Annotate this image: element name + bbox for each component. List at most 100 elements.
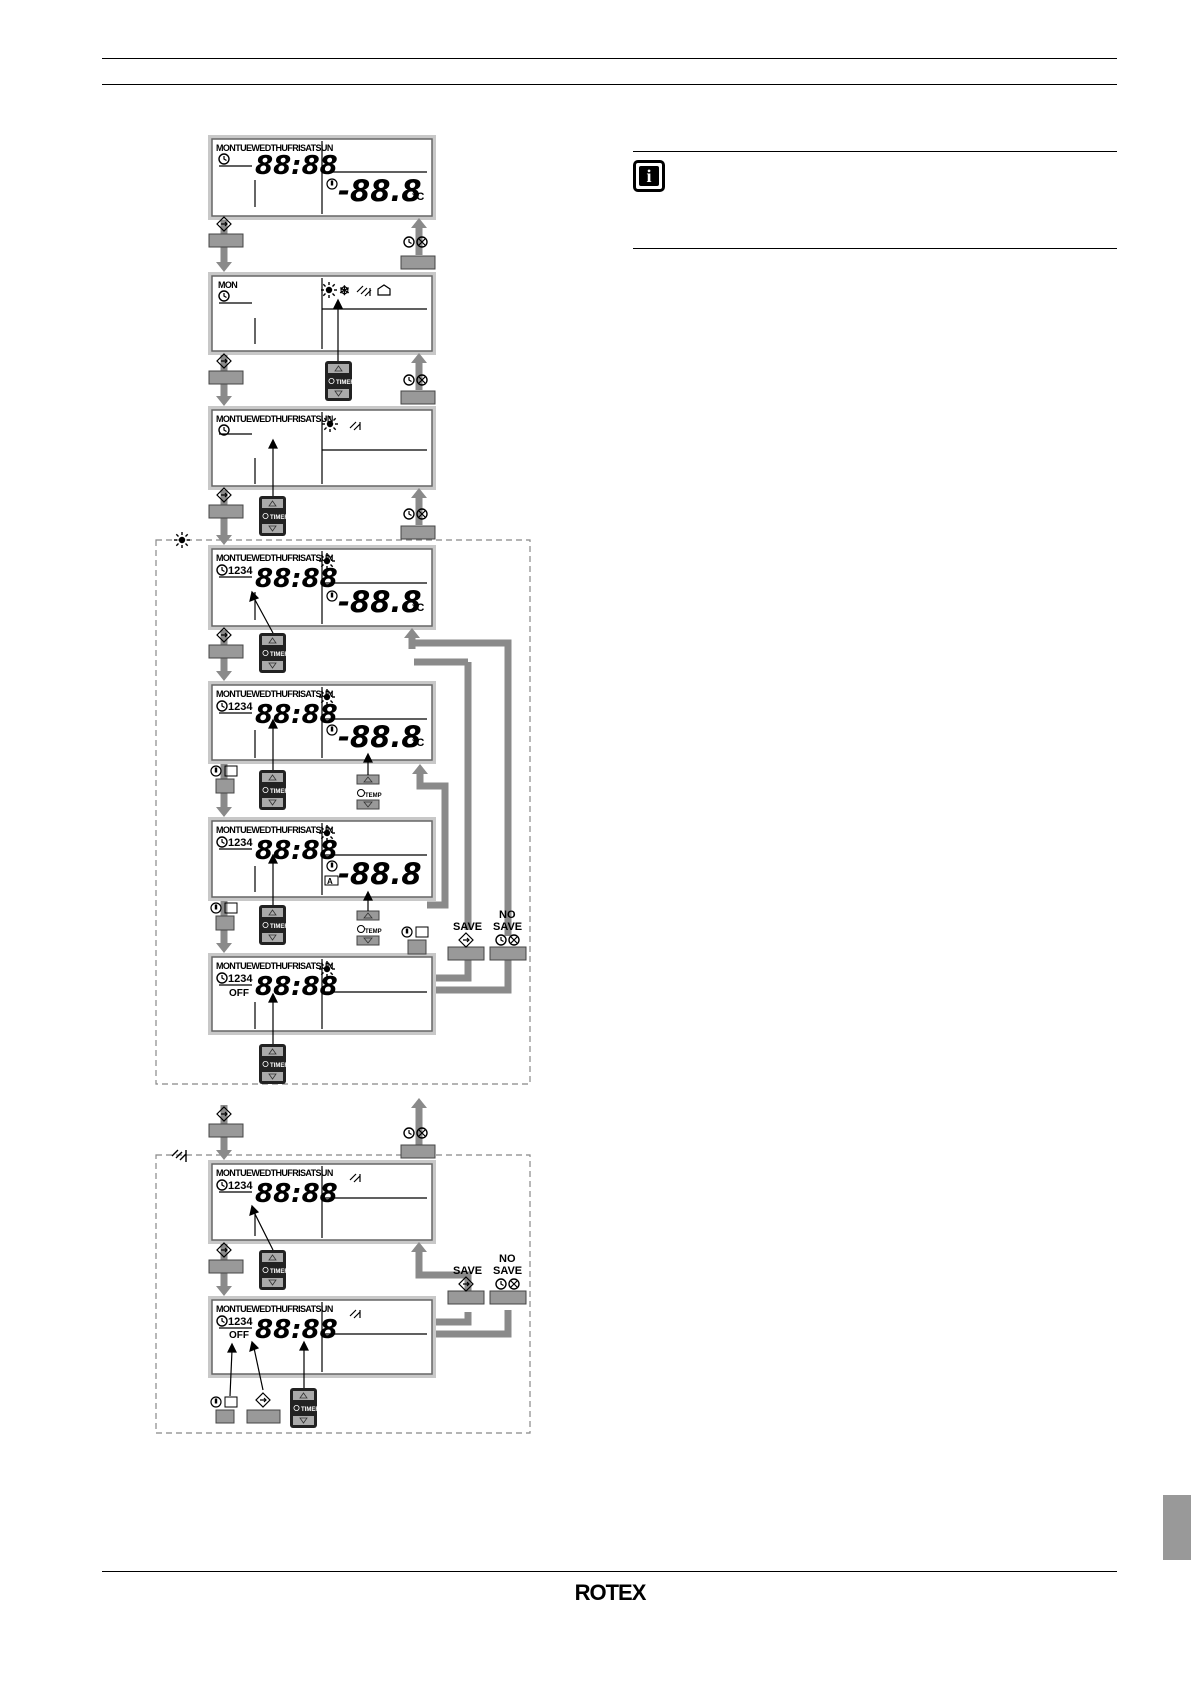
lcd-screen-9: MONTUEWEDTHUFRISATSUN 1234 OFF 88:88 [208, 1296, 436, 1378]
program-icon [458, 932, 474, 948]
hot-water-icon [349, 1309, 361, 1319]
svg-text:TEMP: TEMP [365, 793, 382, 799]
lcd-screen-2: MON ❄ [208, 272, 436, 355]
lcd2-day: MON [218, 280, 237, 290]
svg-text:TEMP: TEMP [365, 929, 382, 935]
footer-rule [102, 1571, 1117, 1572]
svg-text:-88.8: -88.8 [338, 857, 422, 891]
svg-text:88:88: 88:88 [255, 972, 338, 1002]
timer-button[interactable]: TIMER [324, 360, 355, 402]
program-button[interactable] [246, 1409, 281, 1424]
info-rule-bottom [633, 248, 1117, 249]
rotex-logo: ROTEX [574, 1580, 647, 1605]
lcd-screen-6: MONTUEWEDTHUFRISATSUN 1234 88:88 A -88.8 [208, 817, 436, 901]
temp-auto-button[interactable] [215, 778, 235, 794]
lcd-screen-8: MONTUEWEDTHUFRISATSUN 1234 88:88 [208, 1160, 436, 1244]
info-rule-top [633, 151, 1117, 152]
svg-text:1234: 1234 [228, 1316, 253, 1328]
svg-text:88:88: 88:88 [255, 1315, 338, 1345]
program-button[interactable] [208, 644, 244, 659]
hot-water-icon [356, 285, 372, 297]
no-save-button[interactable] [489, 1290, 527, 1305]
clock-icon [403, 236, 415, 248]
timer-button[interactable]: TIMER [258, 632, 289, 674]
lcd1-days: MONTUEWEDTHUFRISATSUN [216, 143, 333, 153]
timer-button[interactable]: TIMER [258, 495, 289, 537]
hot-water-section-border [155, 1154, 531, 1434]
svg-text:TIMER: TIMER [270, 789, 289, 795]
sun-icon [318, 960, 336, 978]
svg-text:TIMER: TIMER [301, 1407, 320, 1413]
save-button[interactable] [447, 946, 485, 961]
thermometer-icon [210, 765, 222, 777]
svg-text:OFF: OFF [229, 988, 249, 999]
svg-text:1234: 1234 [228, 1180, 253, 1192]
svg-text:TIMER: TIMER [270, 1063, 289, 1069]
header-rule-top [102, 58, 1117, 59]
hot-water-icon [349, 421, 361, 431]
back-button[interactable] [400, 390, 436, 405]
svg-text:SAVE: SAVE [453, 921, 482, 933]
program-button[interactable] [208, 1123, 244, 1138]
sun-icon [318, 688, 336, 706]
temp-button[interactable]: TEMP [356, 910, 382, 946]
clock-icon [403, 508, 415, 520]
svg-text:-88.8: -88.8 [338, 585, 422, 619]
lcd1-time: 88:88 [255, 151, 338, 181]
return-loops [404, 628, 512, 1338]
save-button[interactable] [447, 1290, 485, 1305]
sun-icon [173, 531, 191, 549]
program-button[interactable] [208, 233, 244, 248]
temp-button[interactable]: TEMP [356, 774, 382, 810]
timer-button[interactable]: TIMER [258, 904, 289, 946]
timer-button[interactable]: TIMER [289, 1387, 320, 1429]
home-icon [377, 284, 391, 296]
program-button[interactable] [208, 504, 244, 519]
sun-icon [320, 281, 338, 299]
timer-button[interactable]: TIMER [258, 1249, 289, 1291]
svg-text:-88.8: -88.8 [338, 720, 422, 754]
svg-text:MONTUEWEDTHUFRISATSUN: MONTUEWEDTHUFRISATSUN [216, 825, 333, 835]
lcd3-days: MONTUEWEDTHUFRISATSUN [216, 414, 333, 424]
no-save-button[interactable] [489, 946, 527, 961]
info-icon: i [633, 160, 665, 192]
svg-text:TIMER: TIMER [336, 380, 355, 386]
temp-auto-button[interactable] [407, 939, 427, 955]
svg-text:A: A [327, 877, 333, 886]
svg-text:1234: 1234 [228, 565, 253, 577]
svg-text:°C: °C [412, 602, 424, 614]
snowflake-icon: ❄ [339, 283, 350, 298]
temp-auto-button[interactable] [215, 915, 235, 931]
temp-auto-button[interactable] [215, 1409, 235, 1424]
svg-text:SAVE: SAVE [453, 1265, 482, 1277]
svg-text:88:88: 88:88 [255, 1179, 338, 1209]
hot-water-icon [171, 1149, 187, 1162]
header-rule-bottom [102, 84, 1117, 85]
svg-text:MONTUEWEDTHUFRISATSUN: MONTUEWEDTHUFRISATSUN [216, 553, 333, 563]
svg-text:MONTUEWEDTHUFRISATSUN: MONTUEWEDTHUFRISATSUN [216, 961, 333, 971]
clock-icon [495, 1278, 507, 1290]
back-button[interactable] [400, 525, 436, 540]
back-button[interactable] [400, 255, 436, 270]
timer-button[interactable]: TIMER [258, 1043, 289, 1085]
sun-icon [321, 415, 339, 433]
program-button[interactable] [208, 1259, 244, 1274]
cancel-icon [508, 934, 520, 946]
svg-text:MONTUEWEDTHUFRISATSUN: MONTUEWEDTHUFRISATSUN [216, 1168, 333, 1178]
svg-text:SAVE: SAVE [493, 1265, 522, 1277]
svg-text:TIMER: TIMER [270, 515, 289, 521]
pointer-arrows [227, 298, 373, 1397]
lcd-screen-3: MONTUEWEDTHUFRISATSUN [208, 406, 436, 490]
back-button[interactable] [400, 1144, 436, 1159]
program-button[interactable] [208, 370, 244, 385]
heating-section-border [155, 539, 531, 1085]
cancel-icon [508, 1278, 520, 1290]
svg-text:MONTUEWEDTHUFRISATSUN: MONTUEWEDTHUFRISATSUN [216, 1304, 333, 1314]
timer-button[interactable]: TIMER [258, 769, 289, 811]
svg-text:1234: 1234 [228, 701, 253, 713]
svg-text:88:88: 88:88 [255, 700, 338, 730]
svg-text:NO: NO [499, 909, 516, 921]
svg-text:1234: 1234 [228, 973, 253, 985]
lcd-screen-7: MONTUEWEDTHUFRISATSUN 1234 OFF 88:88 [208, 953, 436, 1035]
